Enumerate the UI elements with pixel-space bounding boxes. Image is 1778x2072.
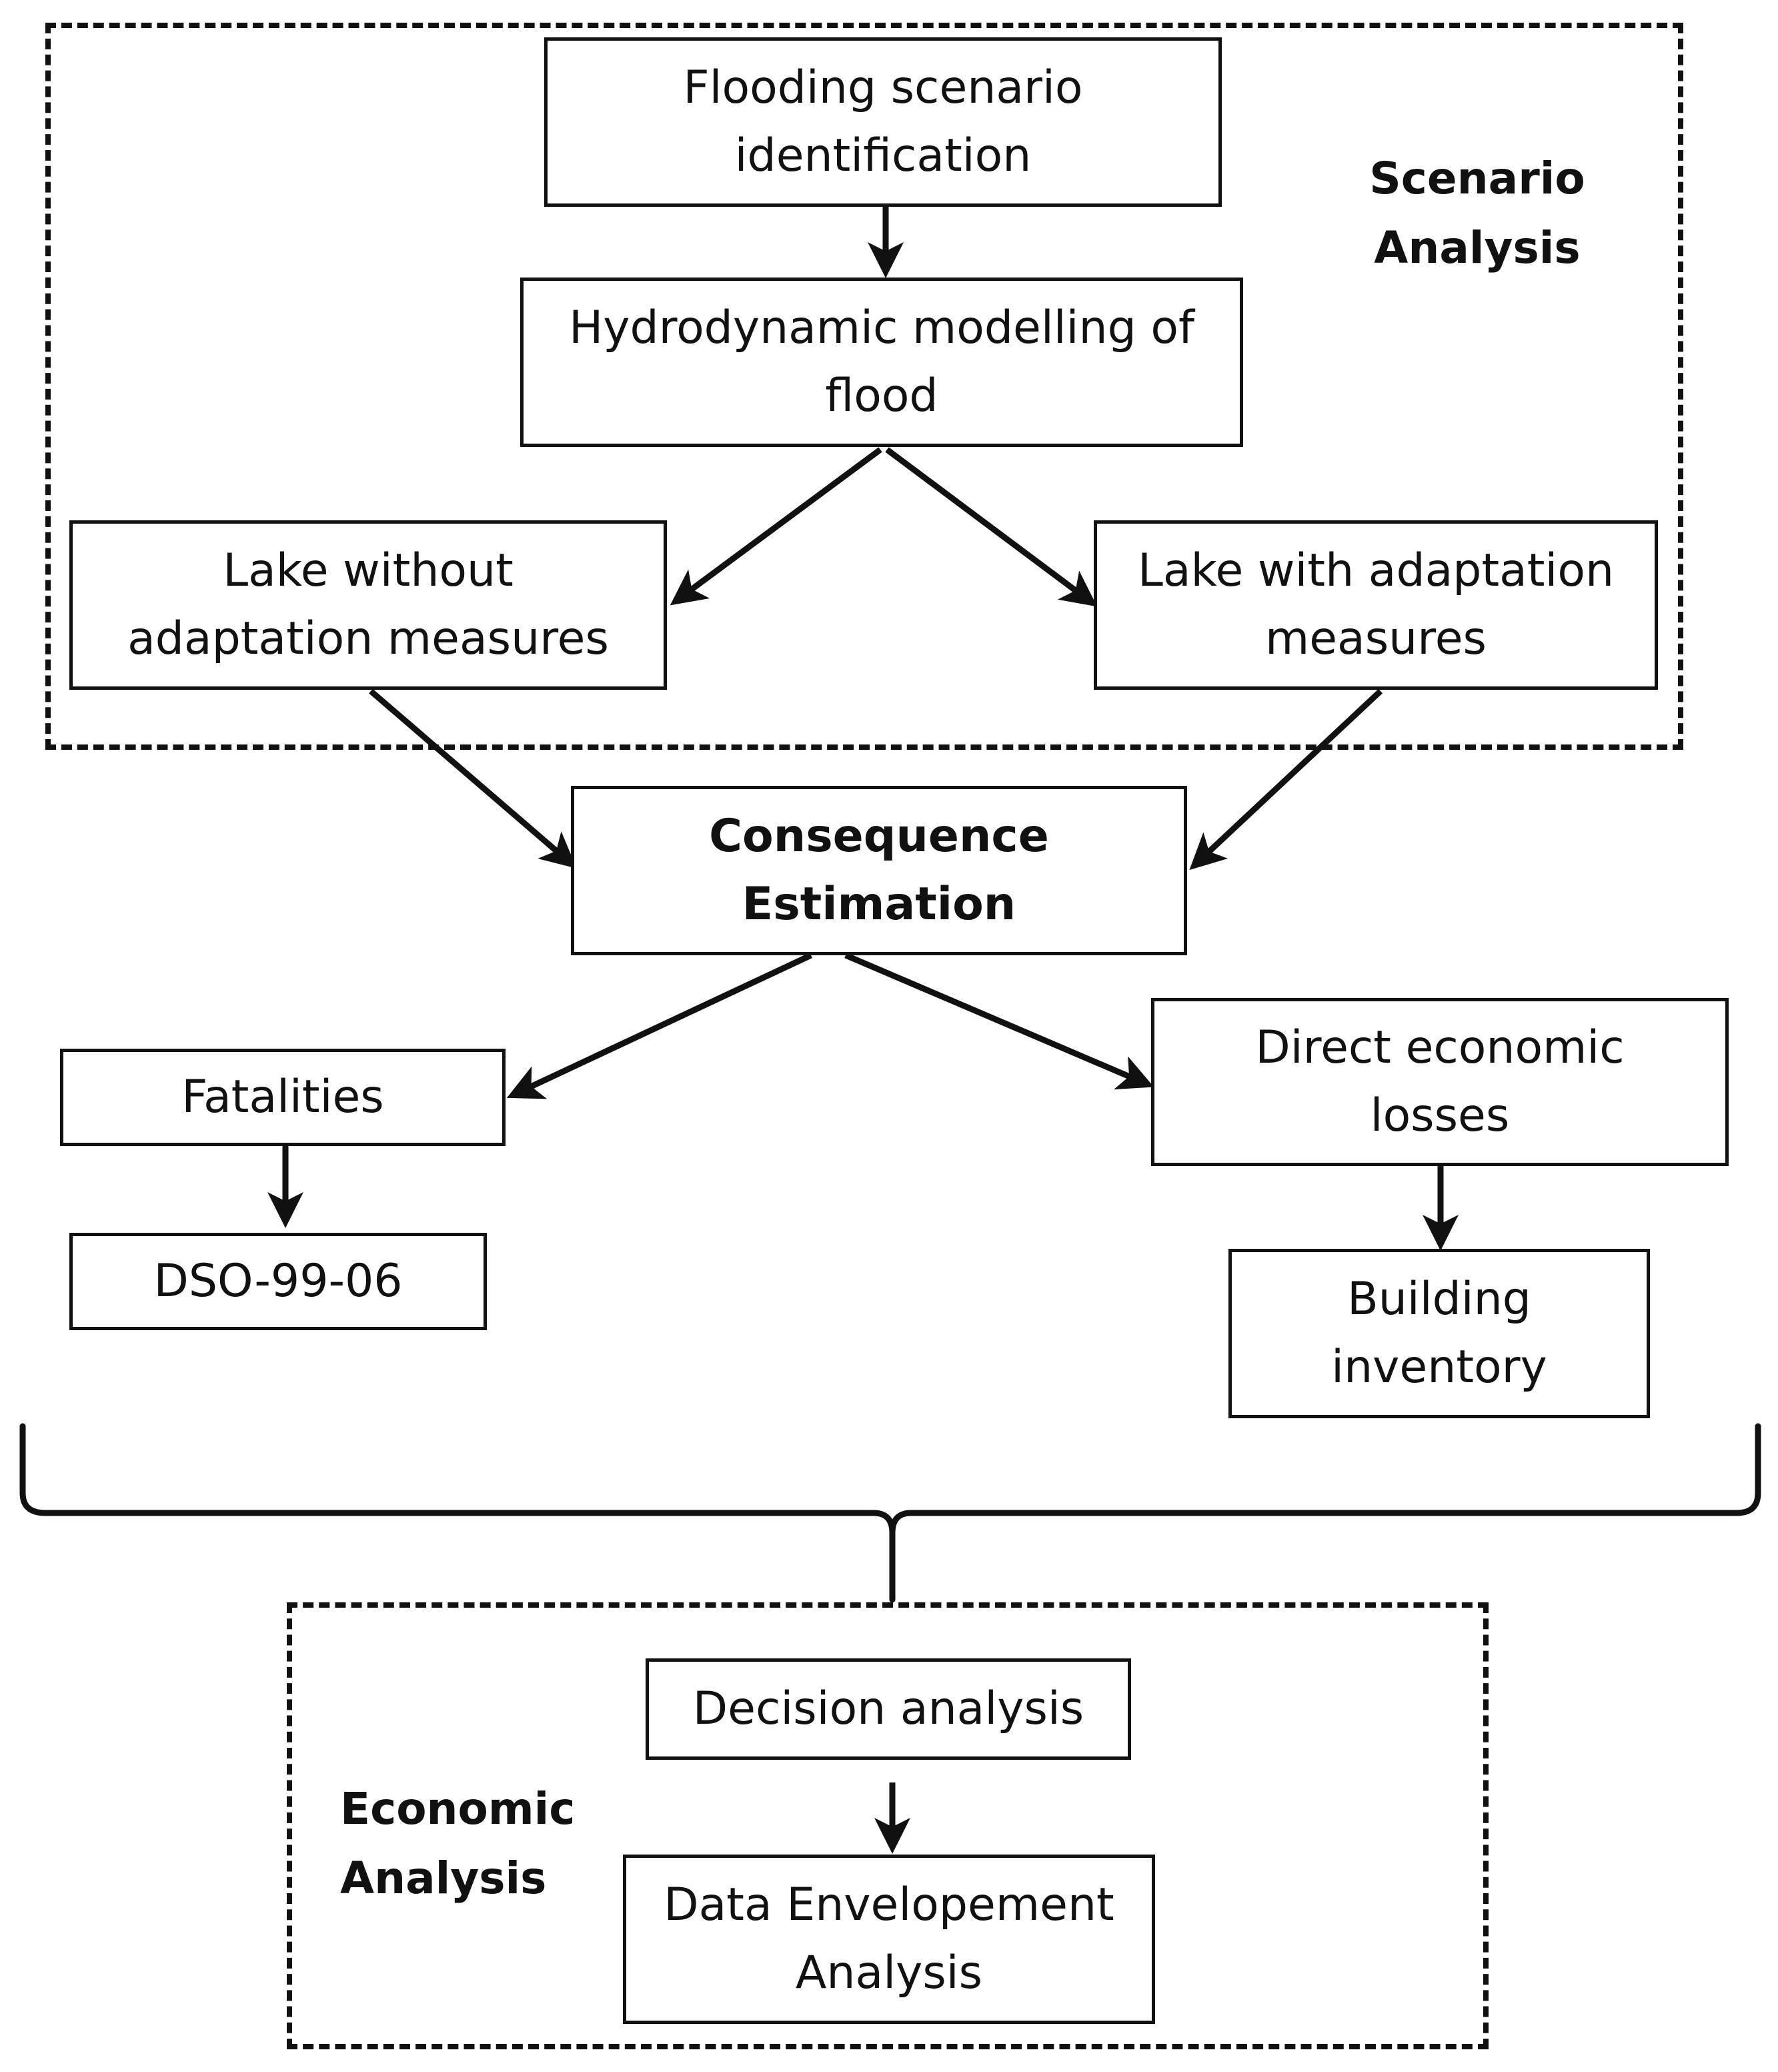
flooding-scenario-node: Flooding scenario identification bbox=[544, 37, 1222, 207]
lake-without-text: Lake without adaptation measures bbox=[127, 544, 609, 665]
dso-node: DSO-99-06 bbox=[69, 1233, 487, 1330]
decision-analysis-text: Decision analysis bbox=[692, 1682, 1084, 1735]
lake-without-node: Lake without adaptation measures bbox=[69, 520, 667, 690]
economic-analysis-frame bbox=[287, 1602, 1489, 2049]
decision-analysis-node: Decision analysis bbox=[646, 1658, 1131, 1760]
lake-with-text: Lake with adaptation measures bbox=[1137, 544, 1615, 665]
arrow-consequence-to-fatalities bbox=[506, 952, 812, 1099]
arrow-lake-with-to-consequence bbox=[1189, 688, 1383, 871]
consequence-estimation-text: Consequence Estimation bbox=[709, 810, 1049, 931]
data-envelopment-text: Data Envelopement Analysis bbox=[664, 1879, 1114, 1999]
direct-losses-node: Direct economic losses bbox=[1151, 998, 1729, 1166]
dso-text: DSO-99-06 bbox=[153, 1255, 403, 1308]
scenario-analysis-frame bbox=[45, 23, 1683, 750]
lake-with-node: Lake with adaptation measures bbox=[1094, 520, 1658, 690]
curly-brace bbox=[19, 1423, 1761, 1603]
flooding-scenario-text: Flooding scenario identification bbox=[683, 61, 1083, 182]
hydrodynamic-modelling-text: Hydrodynamic modelling of flood bbox=[569, 302, 1194, 422]
building-inventory-node: Building inventory bbox=[1228, 1249, 1650, 1418]
arrow-consequence-to-direct-losses bbox=[844, 952, 1154, 1090]
fatalities-text: Fatalities bbox=[181, 1071, 384, 1123]
data-envelopment-node: Data Envelopement Analysis bbox=[623, 1855, 1155, 2024]
direct-losses-text: Direct economic losses bbox=[1255, 1021, 1625, 1142]
economic-analysis-label: Economic Analysis bbox=[340, 1783, 576, 1904]
arrow-lake-without-to-consequence bbox=[369, 688, 577, 869]
arrow-hydrodynamic-to-lake-without bbox=[670, 447, 882, 606]
arrow-hydrodynamic-to-lake-with bbox=[885, 447, 1098, 607]
hydrodynamic-modelling-node: Hydrodynamic modelling of flood bbox=[520, 278, 1243, 447]
consequence-estimation-node: Consequence Estimation bbox=[571, 786, 1187, 955]
building-inventory-text: Building inventory bbox=[1331, 1273, 1547, 1394]
scenario-analysis-label: Scenario Analysis bbox=[1369, 153, 1585, 274]
fatalities-node: Fatalities bbox=[60, 1049, 506, 1146]
